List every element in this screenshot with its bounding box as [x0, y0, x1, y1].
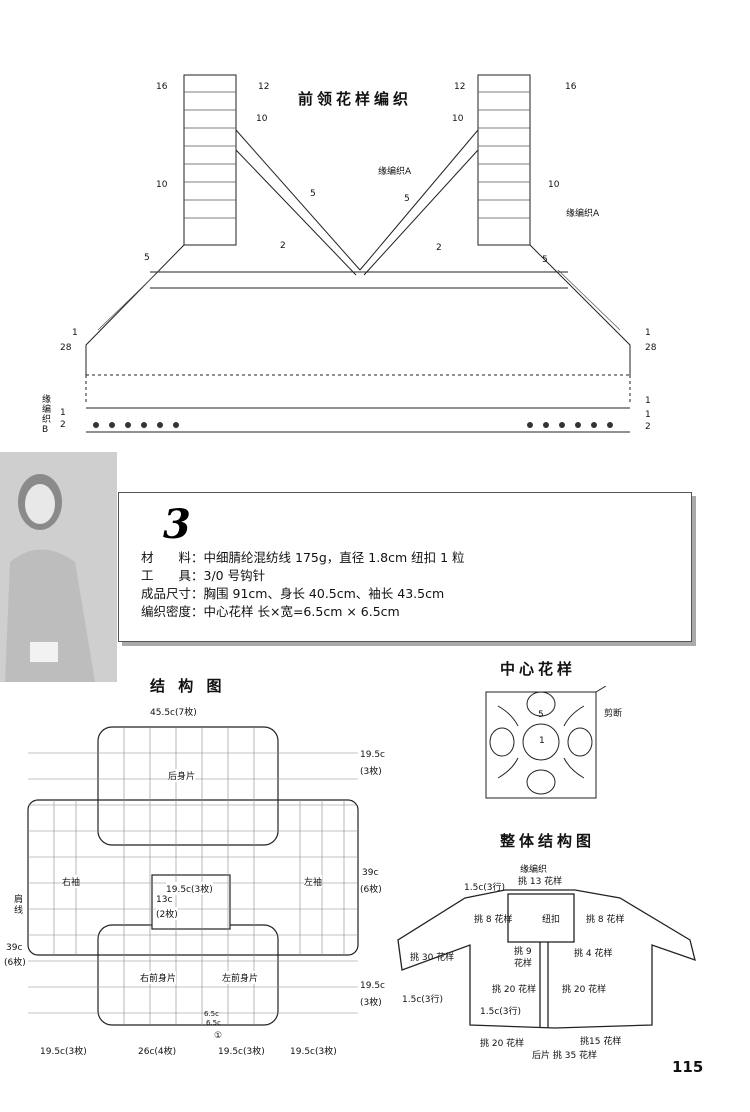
row-label-16-left: 16	[156, 82, 168, 92]
overall-diagram	[390, 860, 710, 1065]
overall-pick-13: 挑 13 花样	[518, 877, 563, 887]
overall-pick-30: 挑 30 花样	[410, 953, 455, 963]
cut-label: 剪断	[604, 709, 623, 719]
overall-1-5-3-b: 1.5c(3行)	[402, 995, 444, 1005]
dim-right-bot-2: (3枚)	[360, 998, 382, 1008]
row-label-5-left-b: 5	[144, 253, 150, 263]
small-dim: 6.5c	[204, 1010, 219, 1018]
front-neck-chart: 前领花样编织 缘编织A 缘编织A 16 12 10 10 5 2 5 1 28 …	[0, 0, 750, 450]
info-box: 3 材 料：中细腈纶混纺线 175g，直径 1.8cm 纽扣 1 粒 工 具：3…	[118, 492, 692, 642]
row-label-5-right: 5	[404, 194, 410, 204]
overall-1-5-3-c: 1.5c(3行)	[480, 1007, 522, 1017]
overall-edge-label: 缘编织	[520, 865, 548, 875]
structure-grid	[27, 726, 359, 1026]
row-label-1-bottom-right-b: 1	[645, 410, 651, 420]
structure-title: 结 构 图	[150, 677, 226, 695]
row-label-12-left: 12	[258, 82, 270, 92]
tool-line: 工 具：3/0 号钩针	[141, 568, 266, 583]
gauge-line: 编织密度：中心花样 长×宽=6.5cm × 6.5cm	[141, 604, 400, 619]
edge-a-label-1: 缘编织A	[378, 167, 412, 177]
overall-pick-15: 挑15 花样	[580, 1037, 622, 1047]
row-label-10-left-b: 10	[156, 180, 168, 190]
dim-right-mid-2: (6枚)	[360, 885, 382, 895]
structure-diagram: 后身片 右袖 左袖 右前身片 左前身片 19.5c(3枚) 13c (2枚) 肩…	[0, 715, 400, 1045]
back-panel-label: 后身片	[168, 769, 196, 782]
right-sleeve-label: 右袖	[62, 875, 81, 888]
neck-height-dim: 13c	[156, 895, 173, 905]
overall-pick-35: 后片 挑 35 花样	[532, 1051, 598, 1061]
overall-button-label: 纽扣	[542, 915, 561, 925]
right-front-label: 右前身片	[140, 971, 177, 984]
page-number: 115	[672, 1058, 704, 1076]
dim-right-bot: 19.5c	[360, 981, 385, 991]
row-label-5-left: 5	[310, 189, 316, 199]
overall-pick-20-a: 挑 20 花样	[492, 985, 537, 995]
motif-number-5: 5	[538, 710, 544, 720]
bottom-dim-2: 26c(4枚)	[138, 1047, 177, 1057]
row-label-2-right: 2	[436, 243, 442, 253]
material-line: 材 料：中细腈纶混纺线 175g，直径 1.8cm 纽扣 1 粒	[141, 550, 465, 565]
row-label-2-bottom-left: 2	[60, 420, 66, 430]
row-label-10-right-b: 10	[548, 180, 560, 190]
small-dim-2: 6.5c	[206, 1019, 221, 1027]
row-label-5-right-b: 5	[542, 255, 548, 265]
size-line: 成品尺寸：胸围 91cm、身长 40.5cm、袖长 43.5cm	[141, 586, 445, 601]
center-motif-title: 中心花样	[500, 660, 577, 678]
left-dim: 39c	[6, 943, 23, 953]
dim-right-top-2: (3枚)	[360, 767, 382, 777]
left-front-label: 左前身片	[222, 971, 259, 984]
row-label-1-left: 1	[72, 328, 78, 338]
row-label-28-left: 28	[60, 343, 72, 353]
overall-pick-8-left: 挑 8 花样	[474, 915, 513, 925]
row-label-2-left: 2	[280, 241, 286, 251]
left-dim-2: (6枚)	[4, 958, 26, 968]
row-label-1-bottom-left: 1	[60, 408, 66, 418]
overall-pick-8-right: 挑 8 花样	[586, 915, 625, 925]
left-sleeve-label: 左袖	[304, 875, 323, 888]
shoulder-line-label: 肩线	[14, 895, 24, 916]
dim-right-mid: 39c	[362, 868, 379, 878]
overall-pick-20-b: 挑 20 花样	[562, 985, 607, 995]
overall-pick-20-c: 挑 20 花样	[480, 1039, 525, 1049]
model-photo	[0, 452, 117, 682]
neck-height-dim-2: (2枚)	[156, 907, 178, 920]
row-label-28-right: 28	[645, 343, 657, 353]
overall-title: 整体结构图	[500, 832, 596, 850]
row-label-10-right: 10	[452, 114, 464, 124]
circle-mark: ①	[214, 1031, 223, 1041]
row-label-10-left: 10	[256, 114, 268, 124]
motif-number-1: 1	[539, 736, 545, 746]
dim-top-width: 45.5c(7枚)	[150, 708, 197, 718]
dim-right-top: 19.5c	[360, 750, 385, 760]
overall-pick-4: 挑 4 花样	[574, 949, 613, 959]
front-neck-chart-svg	[85, 74, 631, 433]
row-label-12-right: 12	[454, 82, 466, 92]
edge-a-label-2: 缘编织A	[566, 209, 600, 219]
bottom-dim-1: 19.5c(3枚)	[40, 1047, 87, 1057]
overall-pick-9: 挑 9	[514, 947, 532, 957]
neck-width-dim: 19.5c(3枚)	[166, 882, 213, 895]
row-label-16-right: 16	[565, 82, 577, 92]
row-label-1-bottom-right: 1	[645, 396, 651, 406]
front-neck-title: 前领花样编织	[298, 90, 413, 108]
project-number: 3	[163, 501, 191, 548]
row-label-2-bottom-right: 2	[645, 422, 651, 432]
bottom-dim-4: 19.5c(3枚)	[290, 1047, 337, 1057]
overall-1-5-3: 1.5c(3行)	[464, 883, 506, 893]
row-label-1-right: 1	[645, 328, 651, 338]
overall-pick-9b: 花样	[514, 959, 533, 969]
center-motif-diagram: 5 1	[478, 685, 618, 804]
bottom-dim-3: 19.5c(3枚)	[218, 1047, 265, 1057]
